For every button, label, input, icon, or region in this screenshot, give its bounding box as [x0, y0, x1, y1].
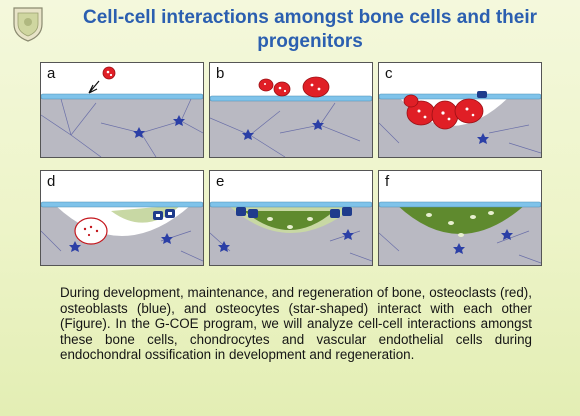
panel-d-drawing: [41, 201, 203, 265]
panel-f: f: [378, 170, 542, 266]
panel-label: f: [385, 173, 390, 190]
panel-label: d: [47, 173, 56, 190]
panel-e: e: [209, 170, 373, 266]
osteoblast: [477, 91, 487, 98]
panel-label: b: [216, 65, 225, 82]
panel-label: e: [216, 173, 225, 190]
osteoclast-cluster: [403, 94, 484, 130]
panel-label: a: [47, 65, 56, 82]
panel-a: a: [40, 62, 204, 158]
panel-f-drawing: [379, 201, 541, 265]
panel-c-drawing: [379, 91, 541, 157]
osteocyte-star-icon: [133, 115, 185, 138]
panel-b: b: [209, 62, 373, 158]
panel-b-drawing: [210, 76, 372, 157]
description-text: During development, maintenance, and reg…: [60, 285, 532, 362]
bone-lining-cells: [41, 93, 203, 100]
university-crest-logo: [13, 7, 43, 42]
panel-c: c: [378, 62, 542, 158]
osteoblast-cluster: [236, 207, 352, 218]
osteoclast-cluster: [258, 76, 330, 98]
osteocyte-network: [41, 98, 203, 157]
page-title: Cell-cell interactions amongst bone cell…: [83, 7, 537, 52]
arrow: [88, 80, 100, 94]
dying-osteoclast: [74, 217, 108, 245]
panel-e-drawing: [210, 201, 372, 265]
osteoclast-precursor: [102, 66, 116, 80]
panel-a-drawing: [41, 66, 203, 157]
panel-d: d: [40, 170, 204, 266]
panel-label: c: [385, 65, 393, 82]
figure-grid: a b: [40, 62, 542, 266]
